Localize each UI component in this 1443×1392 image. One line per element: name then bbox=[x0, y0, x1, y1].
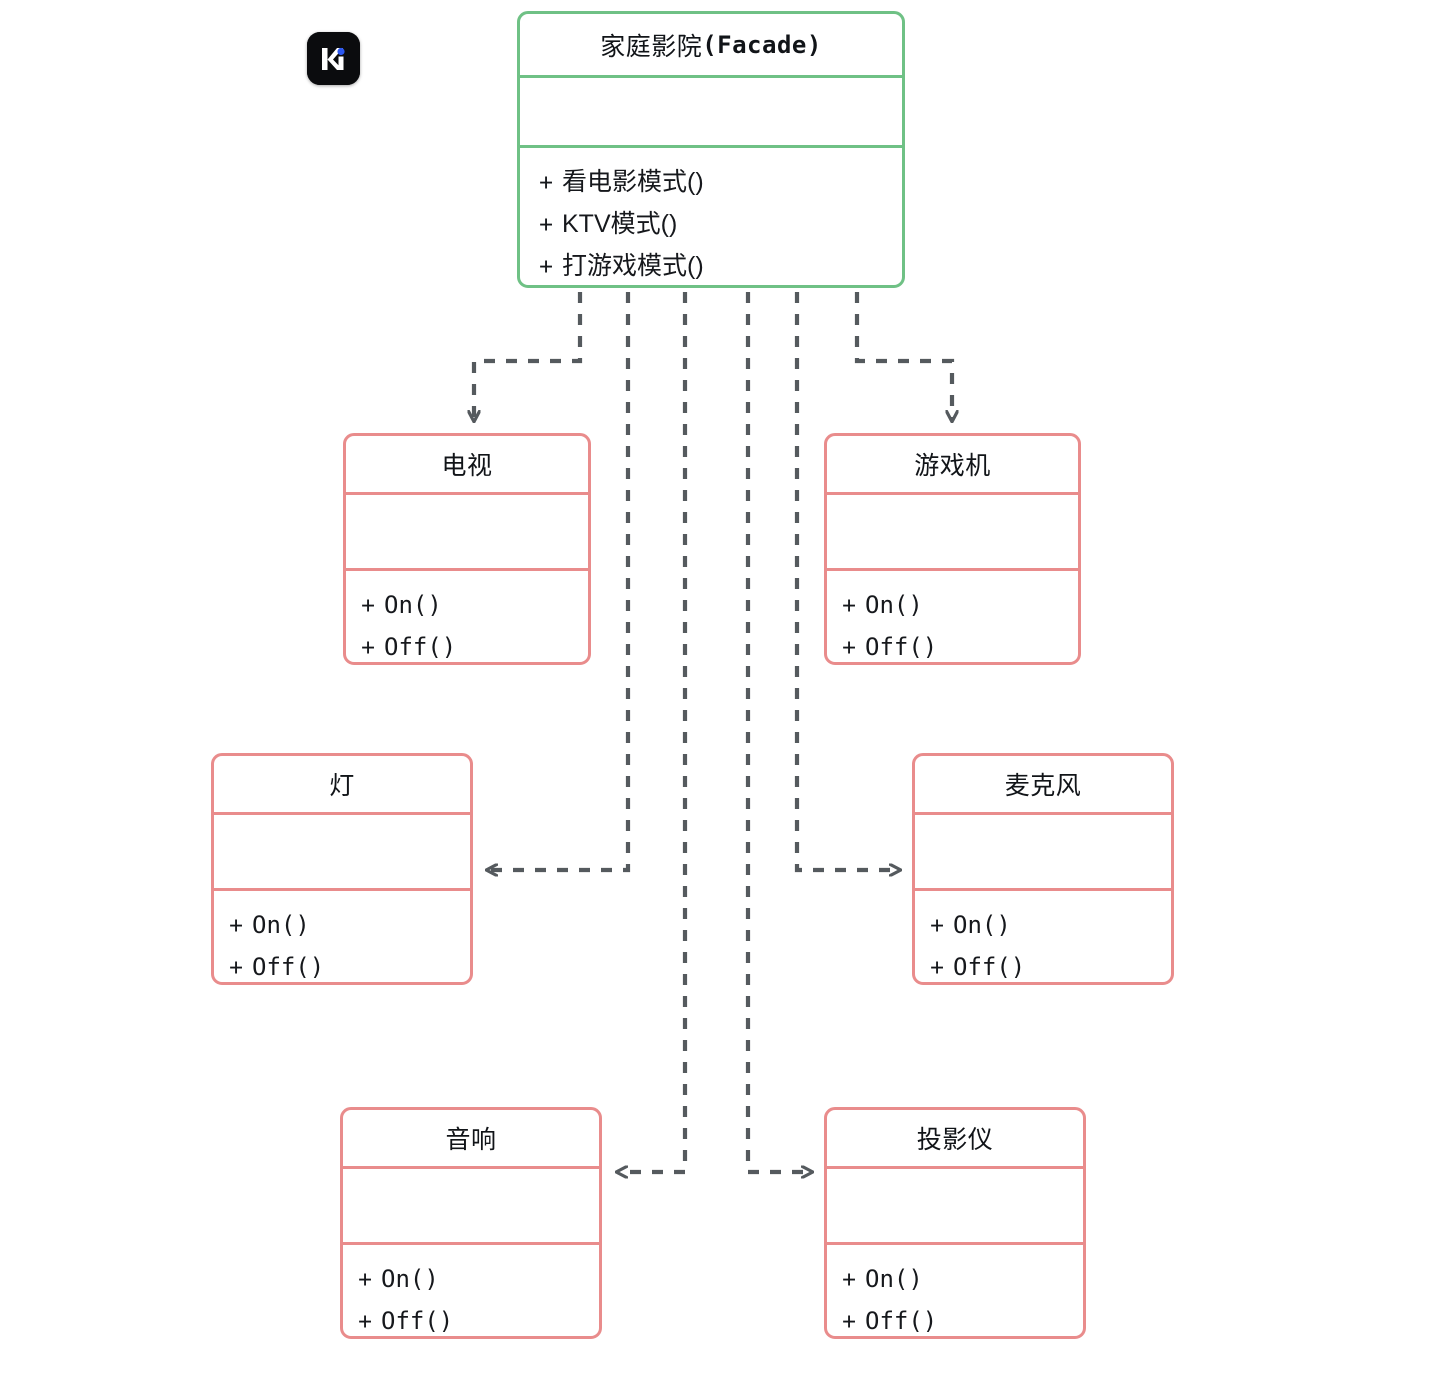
class-attributes-tv bbox=[346, 495, 588, 571]
class-operations-facade: + 看电影模式() + KTV模式() + 打游戏模式() bbox=[520, 148, 902, 285]
class-box-speaker[interactable]: 音响 + On() + Off() bbox=[340, 1107, 602, 1339]
operation-signature: Off() bbox=[865, 633, 938, 661]
operation-row: + On() bbox=[833, 585, 1078, 627]
operation-signature: KTV模式() bbox=[562, 210, 678, 238]
operation-row: + 看电影模式() bbox=[530, 162, 902, 204]
operation-row: + Off() bbox=[349, 1301, 599, 1336]
class-attributes-console bbox=[827, 495, 1078, 571]
operation-visibility: + bbox=[842, 1309, 856, 1335]
operation-visibility: + bbox=[842, 593, 856, 619]
class-operations-tv: + On() + Off() bbox=[346, 571, 588, 662]
operation-visibility: + bbox=[930, 955, 944, 981]
class-box-tv[interactable]: 电视 + On() + Off() bbox=[343, 433, 591, 665]
operation-signature: Off() bbox=[252, 953, 325, 981]
operation-row: + On() bbox=[220, 905, 470, 947]
class-box-light[interactable]: 灯 + On() + Off() bbox=[211, 753, 473, 985]
operation-signature: On() bbox=[252, 911, 310, 939]
operation-signature: On() bbox=[865, 591, 923, 619]
operation-signature: 打游戏模式() bbox=[562, 252, 704, 280]
class-box-console[interactable]: 游戏机 + On() + Off() bbox=[824, 433, 1081, 665]
operation-row: + On() bbox=[921, 905, 1171, 947]
operation-row: + On() bbox=[833, 1259, 1083, 1301]
operation-visibility: + bbox=[842, 635, 856, 661]
operation-visibility: + bbox=[361, 593, 375, 619]
class-attributes-microphone bbox=[915, 815, 1171, 891]
operation-row: + 打游戏模式() bbox=[530, 246, 902, 285]
relation-facade-to-console bbox=[854, 292, 952, 421]
class-name-facade: 家庭影院(Facade) bbox=[520, 14, 902, 78]
relation-facade-to-tv bbox=[474, 292, 583, 421]
operation-visibility: + bbox=[229, 913, 243, 939]
class-operations-console: + On() + Off() bbox=[827, 571, 1078, 662]
operation-visibility: + bbox=[358, 1309, 372, 1335]
class-name-microphone: 麦克风 bbox=[915, 756, 1171, 815]
operation-signature: Off() bbox=[384, 633, 457, 661]
class-name-projector: 投影仪 bbox=[827, 1110, 1083, 1169]
operation-row: + Off() bbox=[921, 947, 1171, 982]
operation-visibility: + bbox=[930, 913, 944, 939]
class-attributes-light bbox=[214, 815, 470, 891]
operation-signature: Off() bbox=[953, 953, 1026, 981]
relation-facade-to-projector bbox=[745, 292, 812, 1172]
operation-row: + Off() bbox=[220, 947, 470, 982]
class-attributes-facade bbox=[520, 78, 902, 148]
operation-visibility: + bbox=[361, 635, 375, 661]
operation-row: + Off() bbox=[833, 627, 1078, 662]
class-attributes-projector bbox=[827, 1169, 1083, 1245]
operation-visibility: + bbox=[539, 212, 553, 238]
operation-visibility: + bbox=[358, 1267, 372, 1293]
operation-signature: On() bbox=[384, 591, 442, 619]
operation-row: + On() bbox=[352, 585, 588, 627]
operation-signature: On() bbox=[865, 1265, 923, 1293]
class-box-projector[interactable]: 投影仪 + On() + Off() bbox=[824, 1107, 1086, 1339]
class-name-facade-mono: (Facade) bbox=[702, 30, 822, 59]
operation-row: + On() bbox=[349, 1259, 599, 1301]
class-name-speaker: 音响 bbox=[343, 1110, 599, 1169]
class-box-microphone[interactable]: 麦克风 + On() + Off() bbox=[912, 753, 1174, 985]
class-box-facade[interactable]: 家庭影院(Facade) + 看电影模式() + KTV模式() + 打游戏模式… bbox=[517, 11, 905, 288]
class-name-facade-cjk: 家庭影院 bbox=[600, 32, 703, 61]
operation-visibility: + bbox=[229, 955, 243, 981]
operation-visibility: + bbox=[539, 170, 553, 196]
operation-row: + Off() bbox=[833, 1301, 1083, 1336]
class-operations-speaker: + On() + Off() bbox=[343, 1245, 599, 1336]
operation-row: + KTV模式() bbox=[530, 204, 902, 246]
class-attributes-speaker bbox=[343, 1169, 599, 1245]
relation-facade-to-speaker bbox=[617, 292, 688, 1172]
operation-signature: On() bbox=[381, 1265, 439, 1293]
class-operations-microphone: + On() + Off() bbox=[915, 891, 1171, 982]
operation-signature: Off() bbox=[865, 1307, 938, 1335]
operation-signature: 看电影模式() bbox=[562, 168, 704, 196]
class-operations-projector: + On() + Off() bbox=[827, 1245, 1083, 1336]
app-logo-icon bbox=[307, 32, 360, 85]
class-name-light: 灯 bbox=[214, 756, 470, 815]
class-name-console: 游戏机 bbox=[827, 436, 1078, 495]
operation-signature: Off() bbox=[381, 1307, 454, 1335]
operation-signature: On() bbox=[953, 911, 1011, 939]
class-operations-light: + On() + Off() bbox=[214, 891, 470, 982]
operation-visibility: + bbox=[842, 1267, 856, 1293]
class-name-tv: 电视 bbox=[346, 436, 588, 495]
operation-visibility: + bbox=[539, 254, 553, 280]
operation-row: + Off() bbox=[352, 627, 588, 662]
